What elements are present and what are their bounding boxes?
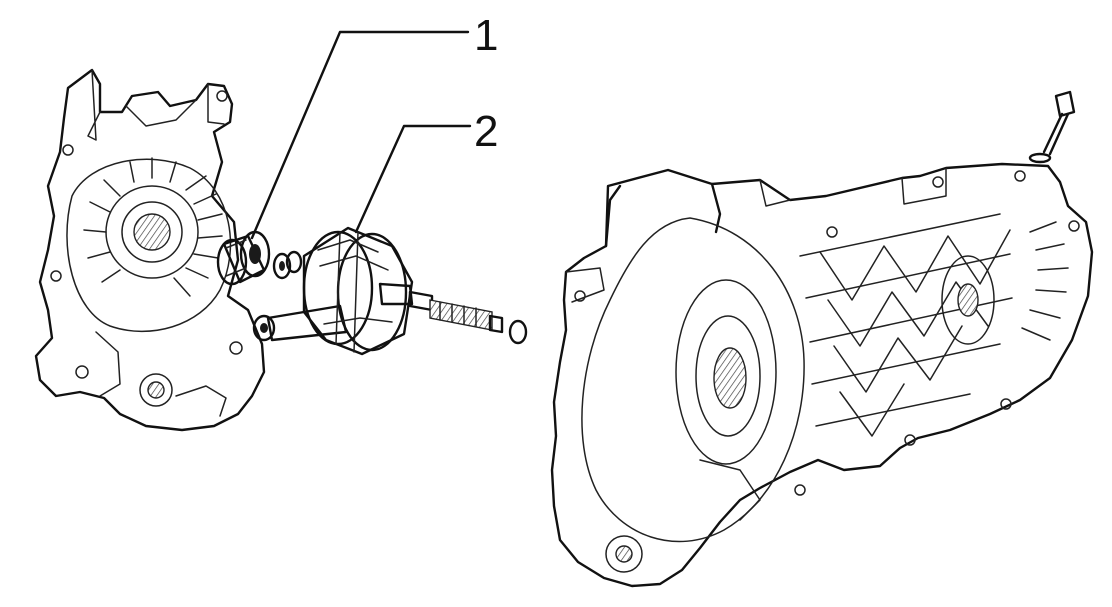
cooling-fins (83, 157, 223, 297)
bolt-with-washer (1028, 90, 1076, 164)
triangular-ribbing (799, 213, 1013, 437)
left-crankcase-half (34, 68, 266, 432)
callout-1: 1 (250, 11, 498, 240)
small-washer (272, 250, 303, 280)
crankshaft-bearing (216, 230, 271, 286)
crankshaft-assembly (266, 226, 504, 356)
callout-label-2: 2 (474, 107, 498, 156)
o-ring (508, 319, 528, 345)
callout-label-1: 1 (474, 11, 498, 60)
fan-vents (1021, 221, 1069, 341)
piston-pin-bushing (252, 314, 276, 342)
callout-2: 2 (354, 107, 498, 234)
right-crankcase-half (550, 162, 1094, 588)
